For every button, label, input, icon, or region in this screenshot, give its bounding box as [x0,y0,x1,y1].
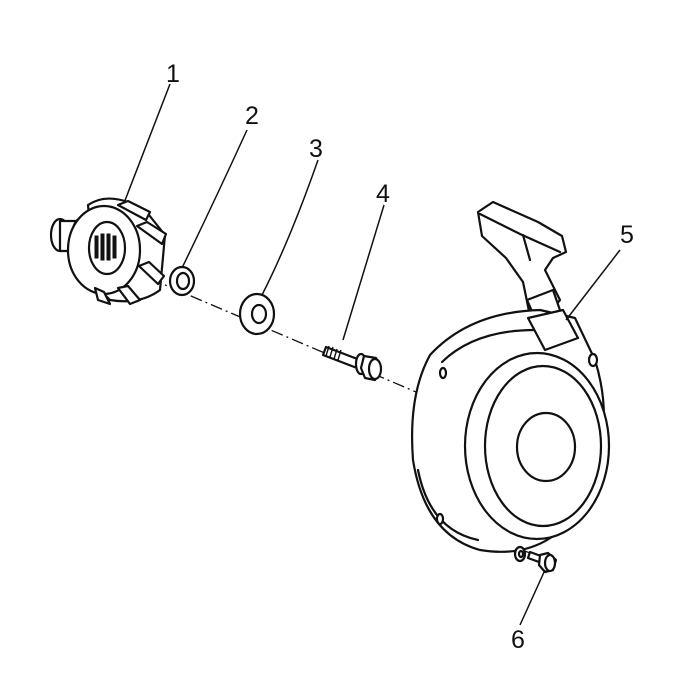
leader-line-3 [261,159,319,296]
callout-5: 5 [620,221,634,249]
part-6-mounting-bolt [513,545,558,574]
leader-line-4 [342,204,385,341]
leader-line-1 [123,83,171,204]
part-3-large-washer [238,292,276,336]
callout-4: 4 [376,180,390,208]
part-1-starter-cup [49,197,168,306]
leader-line-6 [519,569,546,626]
part-5-recoil-starter [410,200,611,553]
part-4-bolt [321,345,383,382]
callout-6: 6 [511,626,525,654]
leader-line-2 [181,129,248,269]
part-2-small-washer [168,265,196,297]
callout-2: 2 [245,102,259,130]
callout-1: 1 [166,60,180,88]
callout-3: 3 [309,135,323,163]
leader-line-5 [565,249,621,321]
